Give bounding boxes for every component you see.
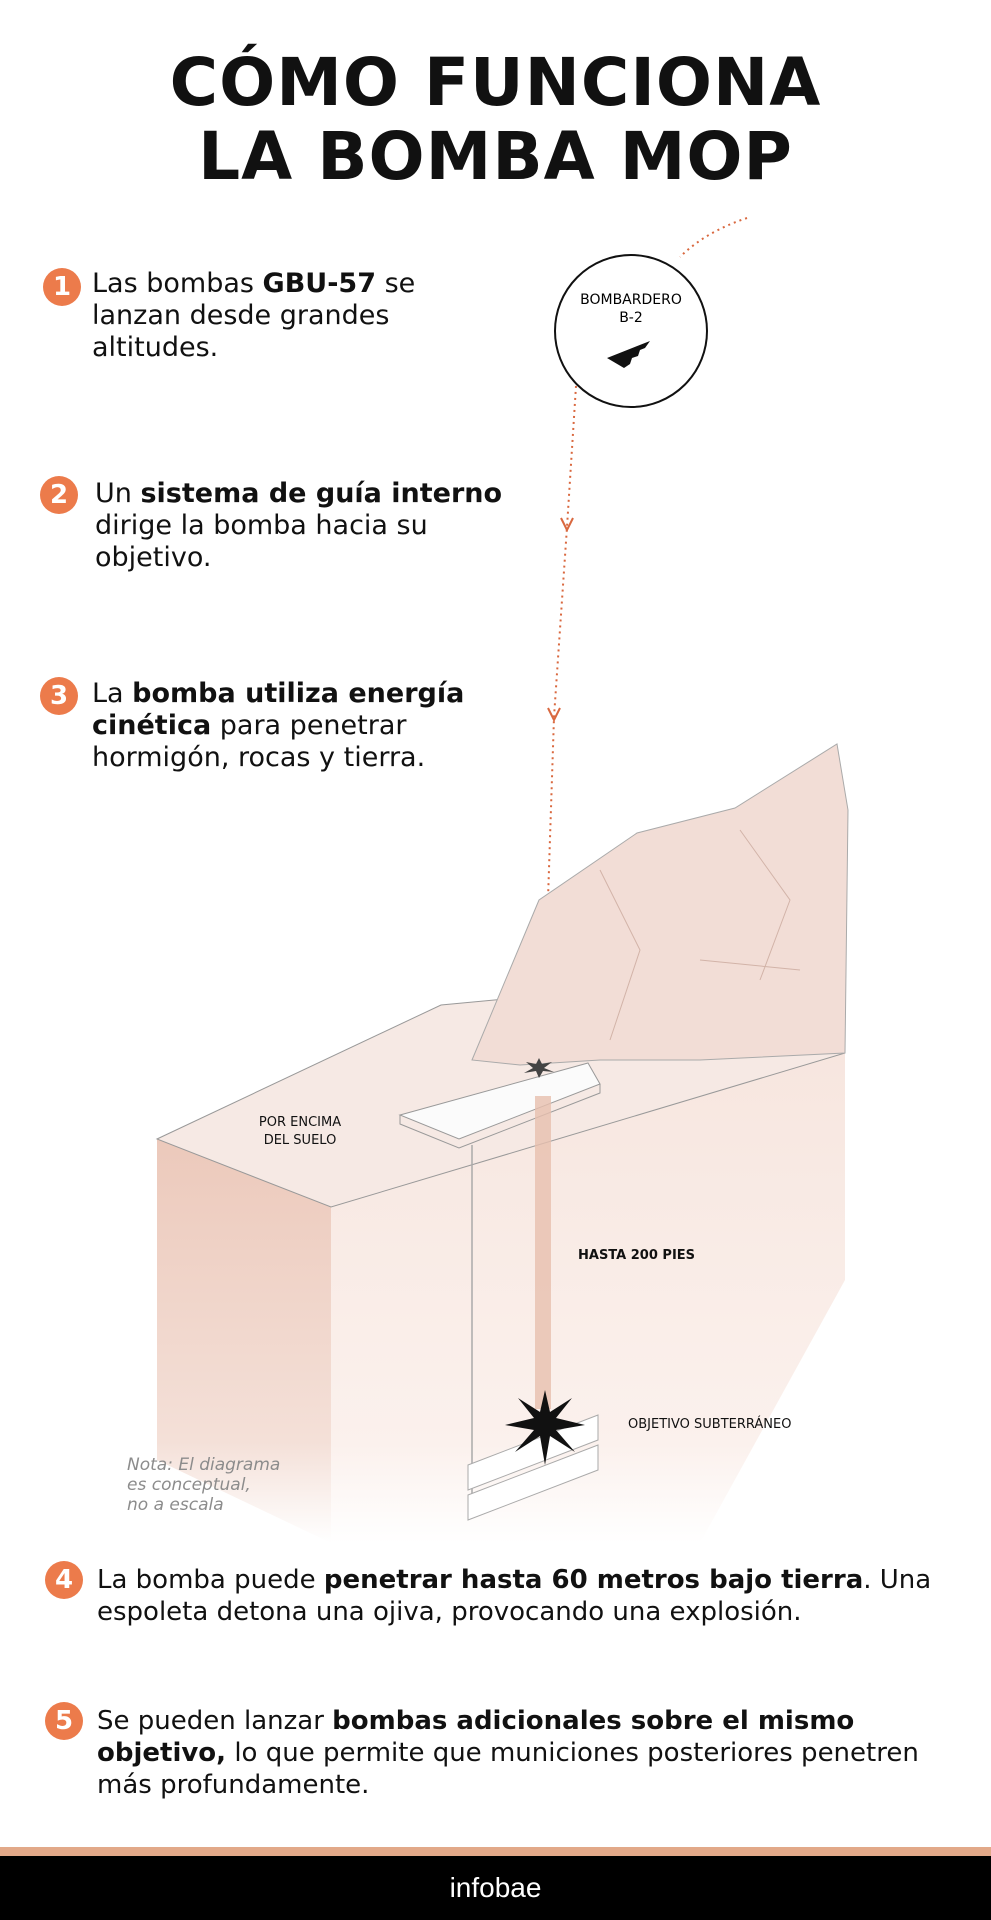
step-5-text: Se pueden lanzar bombas adicionales sobr… [97,1705,957,1801]
step-1-text: Las bombas GBU-57 se lanzan desde grande… [92,268,452,364]
above-ground-label-line-1: POR ENCIMA [258,1115,342,1130]
step-highlight: penetrar hasta 60 metros bajo tierra [323,1565,864,1595]
step-text-segment: dirige la bomba hacia su objetivo. [95,510,428,573]
step-highlight: bomba utiliza energía cinética [92,678,465,741]
step-text-segment: La [92,678,133,709]
bomber-badge: BOMBARDERO B-2 [554,254,708,408]
diagram-note: Nota: El diagrama es conceptual, no a es… [127,1455,280,1515]
step-highlight: sistema de guía interno [140,478,503,509]
footer-accent-bar [0,1847,991,1856]
page-title-line-1: CÓMO FUNCIONA [169,44,822,121]
page-title-line-2: LA BOMBA MOP [198,118,793,195]
step-2-number: 2 [40,476,78,514]
ground-left-face [157,1139,331,1543]
bomber-model-label: B-2 [619,310,643,326]
step-4-text: La bomba puede penetrar hasta 60 metros … [97,1564,957,1628]
step-3-number: 3 [40,677,78,715]
step-text-segment: lo que permite que municiones posteriore… [97,1738,919,1800]
penetration-path [535,1096,551,1409]
step-5-number: 5 [45,1702,83,1740]
infobae-logo[interactable]: infobae [449,1872,542,1903]
step-text-segment: se lanzan desde grandes altitudes. [92,268,416,363]
above-ground-label: POR ENCIMA DEL SUELO [240,1114,360,1150]
explosion-icon [505,1390,585,1465]
surface-impact-icon [524,1058,554,1078]
above-ground-label-line-2: DEL SUELO [263,1133,337,1148]
flight-path [679,217,748,258]
note-line-1: Nota: El diagrama [127,1455,281,1475]
footer: infobae [0,1856,991,1920]
step-3-text: La bomba utiliza energía cinética para p… [92,678,532,774]
mountain [471,743,849,1066]
target-label: OBJETIVO SUBTERRÁNEO [628,1417,792,1432]
step-text-segment: Se pueden lanzar [97,1706,333,1736]
b2-bomber-icon [607,341,650,368]
bomber-label: BOMBARDERO [580,292,682,308]
step-text-segment: Un [95,478,141,509]
step-text-segment: . Una espoleta detona una ojiva, provoca… [97,1565,932,1627]
bomb-trajectory [542,385,577,1409]
step-text-segment: para penetrar hormigón, rocas y tierra. [92,710,426,773]
step-highlight: bombas adicionales sobre el mismo objeti… [97,1706,855,1768]
depth-label: HASTA 200 PIES [578,1248,696,1263]
step-text-segment: La bomba puede [97,1565,324,1595]
step-1-number: 1 [43,268,81,306]
diagram: BOMBARDERO B-2 [155,217,849,1543]
step-2-text: Un sistema de guía interno dirige la bom… [95,478,515,574]
step-4-number: 4 [45,1561,83,1599]
step-highlight: GBU-57 [262,268,376,299]
step-text-segment: Las bombas [92,268,263,299]
ground-front-face [331,1053,845,1543]
underground-target [467,1414,599,1521]
note-line-2: es conceptual, [127,1475,251,1495]
note-line-3: no a escala [127,1495,224,1515]
